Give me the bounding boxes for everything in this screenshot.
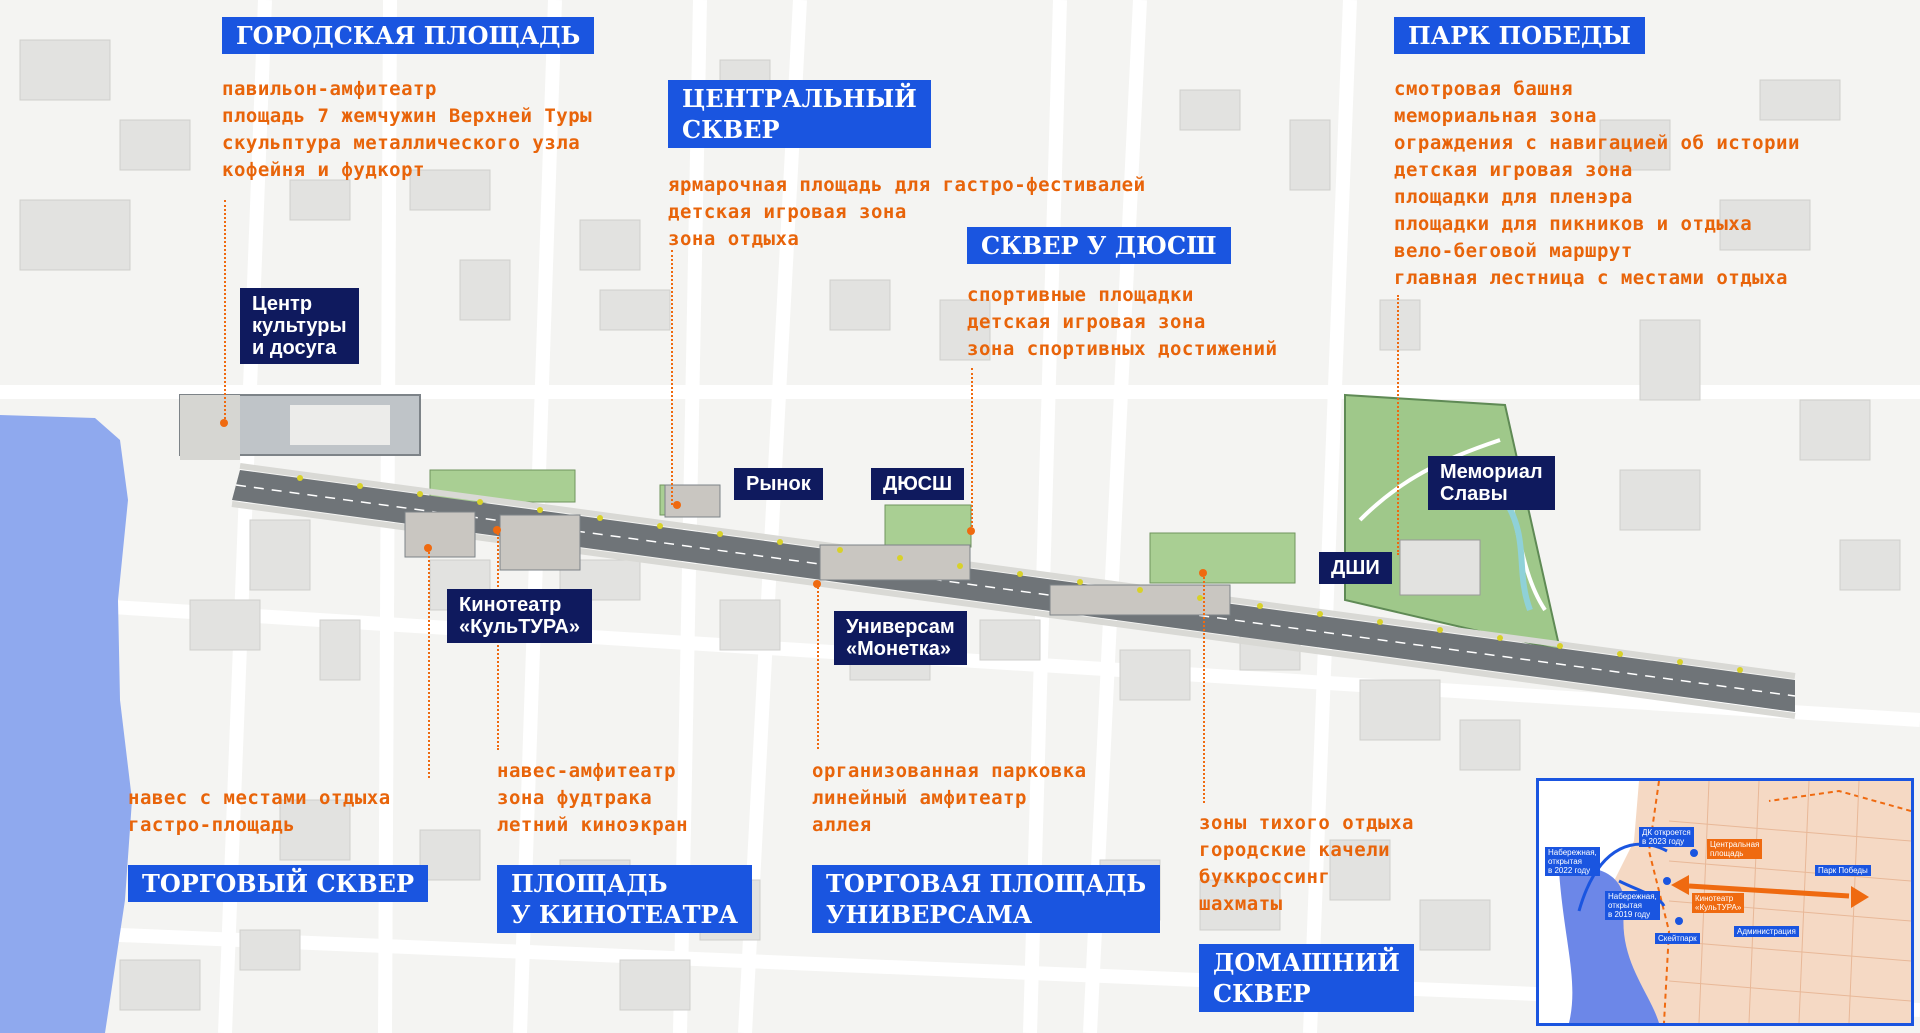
inset-river — [1559, 867, 1659, 1023]
leader-dyussh — [971, 368, 973, 531]
zone-title-ploshchad-u-kinoteatra: ПЛОЩАДЬ У КИНОТЕАТРА — [497, 865, 753, 933]
facility-culture-center: Центр культуры и досуга — [240, 288, 359, 364]
feature-item: ограждения с навигацией об истории — [1394, 132, 1800, 154]
feature-item: буккроссинг — [1199, 866, 1331, 888]
feature-item: кофейня и фудкорт — [222, 159, 425, 181]
inset-arrow-tail — [1671, 875, 1689, 895]
inset-label-cinema: Кинотеатр «КульТУРА» — [1692, 893, 1745, 913]
facility-dyussh: ДЮСШ — [871, 468, 965, 500]
facility-universam: Универсам «Монетка» — [834, 611, 967, 665]
feature-item: площадки для пленэра — [1394, 186, 1633, 208]
leader-gorodskaya — [224, 200, 226, 423]
zone-title-torgovy-skver: ТОРГОВЫЙ СКВЕР — [128, 865, 429, 902]
culture-center-block — [180, 395, 240, 460]
feature-item: главная лестница с местами отдыха — [1394, 267, 1788, 289]
feature-item: гастро-площадь — [128, 814, 296, 836]
feature-item: зона спортивных достижений — [967, 338, 1278, 360]
features-kino: навес-амфитеатр зона фудтрака летний кин… — [497, 758, 688, 839]
facility-cinema: Кинотеатр «КульТУРА» — [447, 589, 592, 643]
feature-item: ярмарочная площадь для гастро-фестивалей — [668, 174, 1146, 196]
park-stream — [1502, 498, 1533, 612]
leader-park — [1397, 295, 1399, 555]
zone-title-torgovaya-ploshchad-universama: ТОРГОВАЯ ПЛОЩАДЬ УНИВЕРСАМА — [812, 865, 1161, 933]
features-centralny: ярмарочная площадь для гастро-фестивалей… — [668, 172, 1146, 253]
facility-memorial: Мемориал Славы — [1428, 456, 1555, 510]
inset-arrow-head — [1851, 886, 1869, 908]
features-gorodskaya: павильон-амфитеатр площадь 7 жемчужин Ве… — [222, 76, 592, 184]
inset-label-dk: ДК откроется в 2023 году — [1639, 827, 1694, 847]
inset-label-administration: Администрация — [1734, 926, 1799, 937]
inset-main-axis-arrow — [1688, 883, 1850, 899]
zone-title-park-pobedy: ПАРК ПОБЕДЫ — [1394, 17, 1645, 54]
zone-title-centralny-skver: ЦЕНТРАЛЬНЫЙ СКВЕР — [668, 80, 931, 148]
inset-label-embankment-2022: Набережная, открытая в 2022 году — [1545, 847, 1600, 876]
feature-item: летний киноэкран — [497, 814, 689, 836]
feature-item: вело-беговой маршрут — [1394, 240, 1633, 262]
features-domashny: зоны тихого отдыха городские качели букк… — [1199, 810, 1414, 918]
inset-label-skatepark: Скейтпарк — [1655, 933, 1700, 944]
feature-item: зона отдыха — [668, 228, 800, 250]
features-torgovy: навес с местами отдыха гастро-площадь — [128, 785, 391, 839]
feature-item: детская игровая зона — [1394, 159, 1633, 181]
inset-label-embankment-2019: Набережная, открытая в 2019 году — [1605, 891, 1660, 920]
feature-item: шахматы — [1199, 893, 1283, 915]
feature-item: смотровая башня — [1394, 78, 1574, 100]
facility-market: Рынок — [734, 468, 823, 500]
leader-domashny — [1203, 573, 1205, 803]
leader-torgovy — [428, 548, 430, 778]
feature-item: навес с местами отдыха — [128, 787, 391, 809]
location-markers — [220, 419, 1207, 588]
main-street — [232, 470, 1795, 712]
feature-item: линейный амфитеатр — [812, 787, 1027, 809]
feature-item: площадь 7 жемчужин Верхней Туры — [222, 105, 593, 127]
feature-item: площадки для пикников и отдыха — [1394, 213, 1753, 235]
zone-title-domashny-skver: ДОМАШНИЙ СКВЕР — [1199, 944, 1414, 1012]
feature-item: аллея — [812, 814, 872, 836]
feature-item: павильон-амфитеатр — [222, 78, 437, 100]
feature-item: детская игровая зона — [967, 311, 1206, 333]
leader-universam — [817, 584, 819, 749]
feature-item: организованная парковка — [812, 760, 1087, 782]
zone-title-gorodskaya-ploshchad: ГОРОДСКАЯ ПЛОЩАДЬ — [222, 17, 595, 54]
feature-item: зоны тихого отдыха — [1199, 812, 1414, 834]
feature-item: детская игровая зона — [668, 201, 907, 223]
inset-overview-map: ДК откроется в 2023 году Центральная пло… — [1536, 778, 1914, 1026]
feature-item: городские качели — [1199, 839, 1391, 861]
feature-item: мемориальная зона — [1394, 105, 1597, 127]
feature-item: навес-амфитеатр — [497, 760, 677, 782]
feature-item: спортивные площадки — [967, 284, 1194, 306]
memorial-buildings — [1399, 539, 1481, 596]
facility-dshi: ДШИ — [1319, 552, 1392, 584]
feature-item: зона фудтрака — [497, 787, 653, 809]
features-park: смотровая башня мемориальная зона огражд… — [1394, 76, 1800, 292]
zone-title-skver-dyussh: СКВЕР У ДЮСШ — [967, 227, 1231, 264]
features-dyussh: спортивные площадки детская игровая зона… — [967, 282, 1277, 363]
feature-item: скульптура металлического узла — [222, 132, 581, 154]
features-universam: организованная парковка линейный амфитеа… — [812, 758, 1087, 839]
inset-border-east — [1768, 789, 1911, 812]
inset-label-central-square: Центральная площадь — [1707, 839, 1763, 859]
city-square-inner — [290, 405, 390, 445]
inset-label-victory-park: Парк Победы — [1815, 865, 1871, 876]
street-trees — [297, 475, 1743, 673]
leader-centralny — [671, 250, 673, 505]
sidewalk-edges — [231, 463, 1796, 719]
water-body — [0, 415, 132, 1033]
